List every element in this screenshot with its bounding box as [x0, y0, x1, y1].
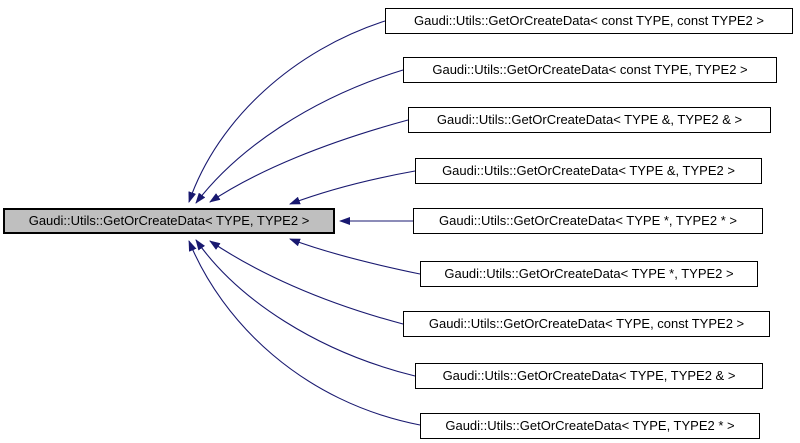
edge-type-ref-type2 [289, 170, 416, 205]
class-node-type-type2-ref[interactable]: Gaudi::Utils::GetOrCreateData< TYPE, TYP… [415, 363, 763, 389]
edge-type-ptr-type2 [289, 238, 421, 275]
edge-type-const-type2 [209, 240, 404, 325]
edge-type-type2-ref [195, 239, 416, 377]
class-node-const-type-const-type2[interactable]: Gaudi::Utils::GetOrCreateData< const TYP… [385, 8, 793, 34]
class-node-main: Gaudi::Utils::GetOrCreateData< TYPE, TYP… [3, 208, 335, 234]
edge-const-type-type2 [195, 69, 404, 204]
class-node-type-ptr-type2[interactable]: Gaudi::Utils::GetOrCreateData< TYPE *, T… [420, 261, 758, 287]
class-node-type-ref-type2-ref[interactable]: Gaudi::Utils::GetOrCreateData< TYPE &, T… [408, 107, 771, 133]
edge-type-ref-type2-ref [209, 119, 409, 203]
edge-const-type-const-type2 [188, 20, 386, 203]
edge-type-type2-ptr [188, 240, 421, 426]
class-node-type-ref-type2[interactable]: Gaudi::Utils::GetOrCreateData< TYPE &, T… [415, 158, 762, 184]
class-node-const-type-type2[interactable]: Gaudi::Utils::GetOrCreateData< const TYP… [403, 57, 777, 83]
class-node-type-ptr-type2-ptr[interactable]: Gaudi::Utils::GetOrCreateData< TYPE *, T… [413, 208, 763, 234]
class-node-type-type2-ptr[interactable]: Gaudi::Utils::GetOrCreateData< TYPE, TYP… [420, 413, 760, 439]
class-node-type-const-type2[interactable]: Gaudi::Utils::GetOrCreateData< TYPE, con… [403, 311, 770, 337]
